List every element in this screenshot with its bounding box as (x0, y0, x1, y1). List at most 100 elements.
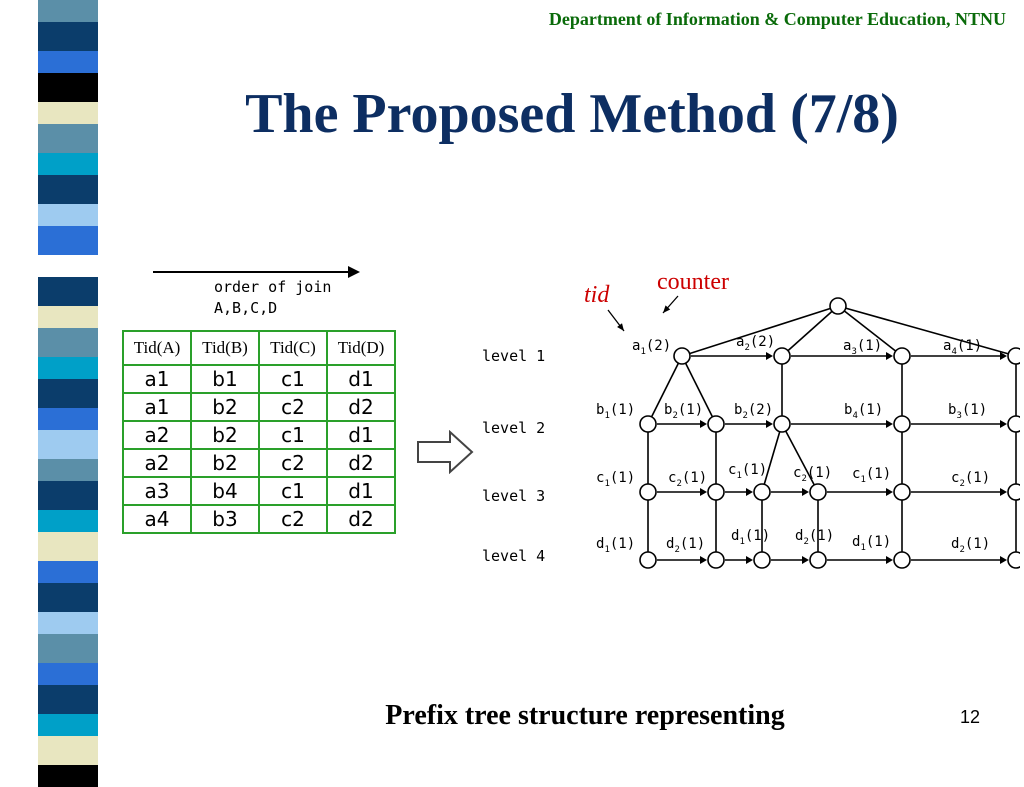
stripe-segment (38, 685, 98, 714)
tree-node (753, 483, 771, 501)
stripe-segment (38, 255, 98, 277)
node-link-arrowhead (700, 488, 707, 496)
table-cell: b2 (190, 392, 260, 422)
node-label: d2(1) (666, 536, 705, 555)
table-cell: c2 (258, 448, 328, 478)
node-link-arrowhead (746, 556, 753, 564)
stripe-segment (38, 0, 98, 22)
tree-edge (681, 305, 839, 357)
node-label: a4(1) (943, 338, 982, 357)
stripe-segment (38, 22, 98, 51)
page-number: 12 (960, 707, 981, 727)
node-link-arrowhead (700, 420, 707, 428)
stripe-segment (38, 408, 98, 430)
node-link-arrowhead (802, 488, 809, 496)
table-cell: c1 (258, 420, 328, 450)
table-cell: a1 (122, 392, 192, 422)
table-cell: b3 (190, 504, 260, 534)
node-label: b1(1) (596, 402, 635, 421)
table-cell: d1 (326, 364, 396, 394)
tree-node (893, 483, 911, 501)
node-link-arrowhead (1000, 420, 1007, 428)
order-of-join-arrow (153, 266, 360, 278)
node-label: d1(1) (852, 534, 891, 553)
tree-edge (837, 305, 903, 357)
node-label: a1(2) (632, 338, 671, 357)
stripe-segment (38, 102, 98, 124)
tree-node (893, 551, 911, 569)
stripe-segment (38, 379, 98, 408)
node-link-arrowhead (886, 556, 893, 564)
table-cell: c1 (258, 476, 328, 506)
level-label: level 4 (482, 547, 545, 565)
tree-node (1007, 347, 1020, 365)
table-cell: b4 (190, 476, 260, 506)
stripe-segment (38, 73, 98, 102)
node-link-arrowhead (766, 352, 773, 360)
node-label: d2(1) (795, 528, 834, 547)
node-label: c1(1) (852, 466, 891, 485)
stripe-segment (38, 306, 98, 328)
table-cell: d1 (326, 420, 396, 450)
figure-caption: Prefix tree structure representing (385, 700, 785, 731)
table-cell: c1 (258, 364, 328, 394)
stripe-segment (38, 328, 98, 357)
stripe-segment (38, 430, 98, 459)
tree-node (639, 551, 657, 569)
level-label: level 1 (482, 347, 545, 365)
stripe-segment (38, 481, 98, 510)
slide-title: The Proposed Method (7/8) (245, 83, 899, 145)
node-label: d2(1) (951, 536, 990, 555)
node-link-arrowhead (1000, 556, 1007, 564)
tree-edge (781, 305, 839, 357)
tree-node (893, 415, 911, 433)
annotation-pointer-head (663, 305, 671, 313)
stripe-segment (38, 51, 98, 73)
node-label: b3(1) (948, 402, 987, 421)
node-label: c2(1) (668, 470, 707, 489)
tree-node (809, 483, 827, 501)
stripe-segment (38, 226, 98, 255)
order-of-join-sequence: A,B,C,D (214, 299, 278, 317)
tree-edge (761, 423, 783, 493)
stripe-segment (38, 736, 98, 765)
table-cell: b2 (190, 420, 260, 450)
tree-node (1007, 415, 1020, 433)
tree-edge (647, 355, 683, 425)
node-label: c1(1) (596, 470, 635, 489)
tree-node (829, 297, 847, 315)
tree-node (673, 347, 691, 365)
node-label: d1(1) (596, 536, 635, 555)
table-cell: a3 (122, 476, 192, 506)
table-cell: b2 (190, 448, 260, 478)
table-cell: c2 (258, 392, 328, 422)
node-label: c2(1) (793, 465, 832, 484)
table-cell: a4 (122, 504, 192, 534)
stripe-segment (38, 357, 98, 379)
decorative-stripe-bar (38, 0, 98, 787)
stripe-segment (38, 510, 98, 532)
node-label: b2(2) (734, 402, 773, 421)
tree-edge (837, 305, 1017, 357)
table-cell: a2 (122, 448, 192, 478)
node-label: d1(1) (731, 528, 770, 547)
table-header-cell: Tid(C) (258, 330, 328, 366)
node-link-arrowhead (746, 488, 753, 496)
table-cell: a2 (122, 420, 192, 450)
table-cell: d1 (326, 476, 396, 506)
node-label: c1(1) (728, 462, 767, 481)
stripe-segment (38, 612, 98, 634)
node-link-arrowhead (1000, 352, 1007, 360)
tree-node (809, 551, 827, 569)
order-of-join-label: order of join A,B,C,D (214, 277, 331, 319)
node-label: c2(1) (951, 470, 990, 489)
table-cell: d2 (326, 504, 396, 534)
stripe-segment (38, 583, 98, 612)
node-link-arrowhead (886, 420, 893, 428)
stripe-segment (38, 124, 98, 153)
